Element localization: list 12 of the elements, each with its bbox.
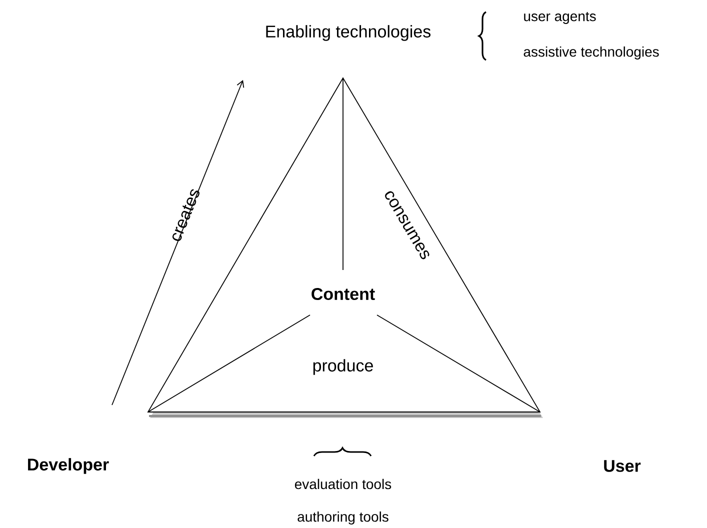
list-item: user agents xyxy=(524,12,596,24)
role-label: Developer xyxy=(28,458,109,474)
list-item: authoring tools xyxy=(298,511,388,525)
list-item: evaluation tools xyxy=(294,478,392,490)
role-label: User xyxy=(604,460,641,472)
list-item: assistive technologies xyxy=(524,46,659,60)
edge-label: creates xyxy=(172,189,200,242)
arrow xyxy=(112,80,244,406)
connector-line xyxy=(376,314,540,412)
heading-text: Enabling technologies xyxy=(266,25,430,41)
connector-line xyxy=(342,78,344,270)
center-label: Content xyxy=(312,288,375,300)
